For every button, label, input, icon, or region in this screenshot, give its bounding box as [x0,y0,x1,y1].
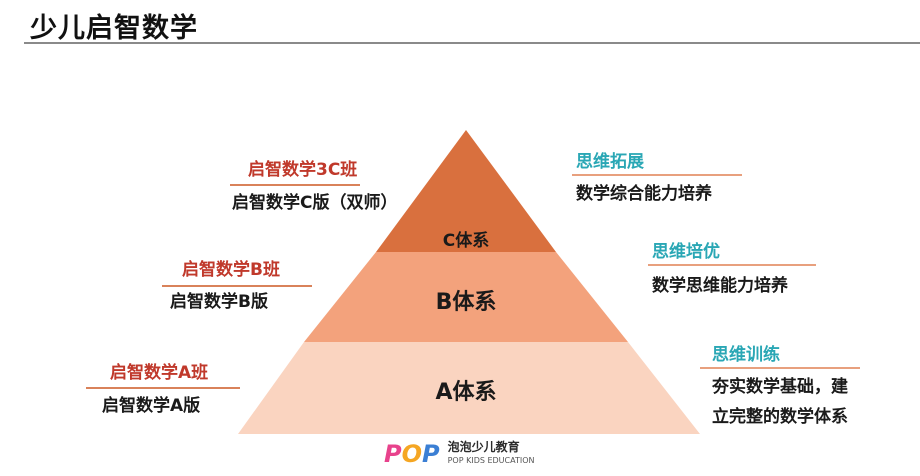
right-desc-b: 数学思维能力培养 [652,276,788,296]
left-divider-c [230,184,360,186]
pyramid-tier-a [238,342,700,434]
logo-name-cn: 泡泡少儿教育 [447,440,520,454]
right-divider-b [648,264,816,266]
logo-letter-p1: P [384,440,402,468]
pop-logo: P O P 泡泡少儿教育 POP KIDS EDUCATION [384,440,535,468]
logo-letter-o: O [401,440,422,468]
left-divider-b [162,285,312,287]
tier-b-label: B体系 [435,290,497,315]
right-desc-a-line1: 夯实数学基础，建 [712,377,848,397]
tier-a-label: A体系 [435,380,497,405]
title-divider [24,42,920,44]
right-heading-a: 思维训练 [712,345,780,365]
page-title: 少儿启智数学 [30,13,198,44]
right-desc-a-line2: 立完整的数学体系 [712,407,848,427]
right-divider-c [572,174,742,176]
logo-name-en: POP KIDS EDUCATION [447,456,535,465]
right-heading-c: 思维拓展 [576,152,644,172]
right-divider-a [700,367,860,369]
left-class-a: 启智数学A班 [110,363,209,383]
left-version-a: 启智数学A版 [102,396,201,416]
tier-c-label: C体系 [442,231,490,251]
logo-letter-p2: P [422,440,440,468]
pyramid-tier-b [304,252,628,342]
left-divider-a [86,387,240,389]
left-class-b: 启智数学B班 [182,260,280,280]
right-heading-b: 思维培优 [652,242,720,262]
left-class-c: 启智数学3C班 [248,160,358,180]
right-desc-c: 数学综合能力培养 [576,184,712,204]
left-version-b: 启智数学B版 [170,292,268,312]
pyramid-tier-c [376,130,556,252]
left-version-c: 启智数学C版（双师） [232,193,398,213]
